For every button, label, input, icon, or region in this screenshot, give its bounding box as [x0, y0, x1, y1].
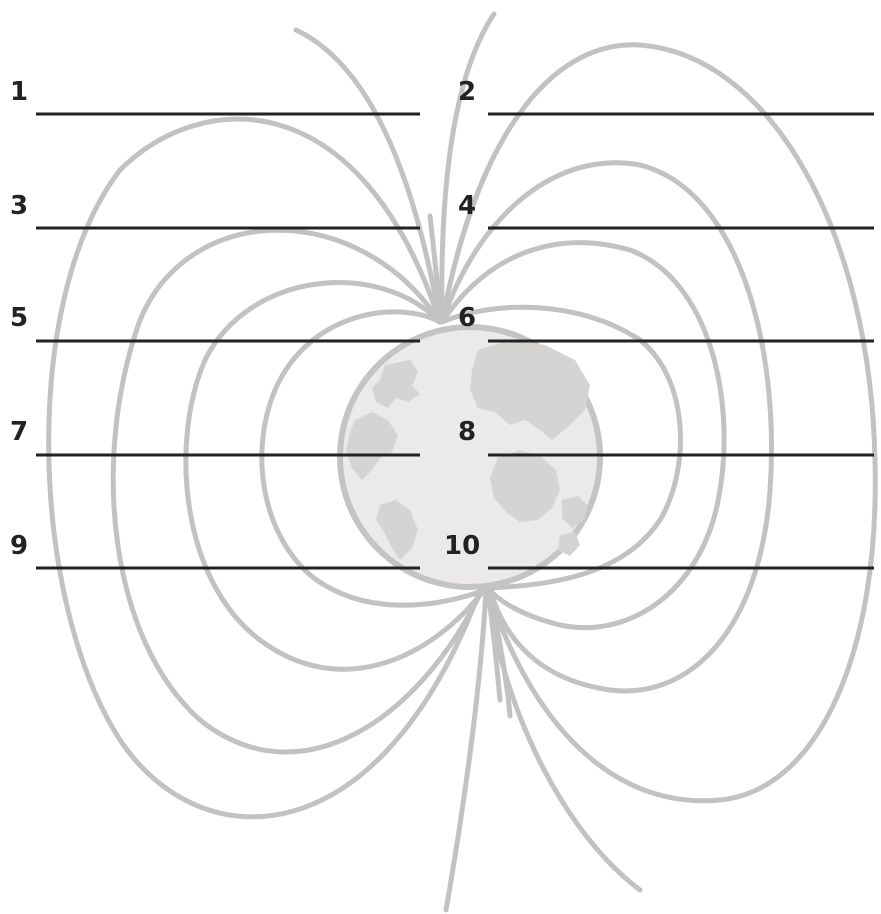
answer-lines — [36, 112, 874, 570]
field-line-right-2 — [439, 160, 774, 694]
field-lines — [46, 11, 878, 913]
label-number-1: 1 — [10, 77, 28, 107]
continents — [346, 340, 590, 560]
label-number-6: 6 — [458, 303, 476, 333]
label-number-5: 5 — [10, 303, 28, 333]
field-line-bottom-2 — [443, 587, 489, 913]
continent-west-upper — [372, 360, 420, 408]
field-line-bottom-4 — [485, 589, 503, 703]
number-labels: 1 2 3 4 5 6 7 8 9 10 — [10, 77, 480, 561]
field-line-right-outer — [439, 42, 878, 804]
continent-west-mid — [346, 412, 398, 480]
field-line-left-2 — [110, 227, 485, 755]
continent-west-lower — [376, 500, 418, 560]
label-number-10: 10 — [444, 531, 480, 561]
label-number-4: 4 — [458, 191, 476, 221]
label-number-8: 8 — [458, 417, 476, 447]
label-number-2: 2 — [458, 77, 476, 107]
continent-northeast — [470, 340, 590, 440]
field-line-top-2 — [439, 11, 497, 325]
label-number-9: 9 — [10, 531, 28, 561]
label-number-3: 3 — [10, 191, 28, 221]
field-line-right-4 — [439, 304, 683, 591]
field-line-top-1 — [293, 27, 443, 325]
earth — [337, 324, 603, 590]
label-number-7: 7 — [10, 417, 28, 447]
field-line-top-3 — [427, 213, 444, 325]
continent-east-small — [562, 496, 588, 528]
field-line-left-4 — [259, 309, 488, 608]
continent-east-mid — [490, 450, 560, 522]
field-line-left-3 — [183, 280, 487, 672]
field-line-left-outer — [46, 116, 483, 820]
field-line-bottom-3 — [487, 589, 513, 719]
field-line-right-3 — [439, 240, 727, 631]
continent-southeast — [558, 532, 580, 556]
